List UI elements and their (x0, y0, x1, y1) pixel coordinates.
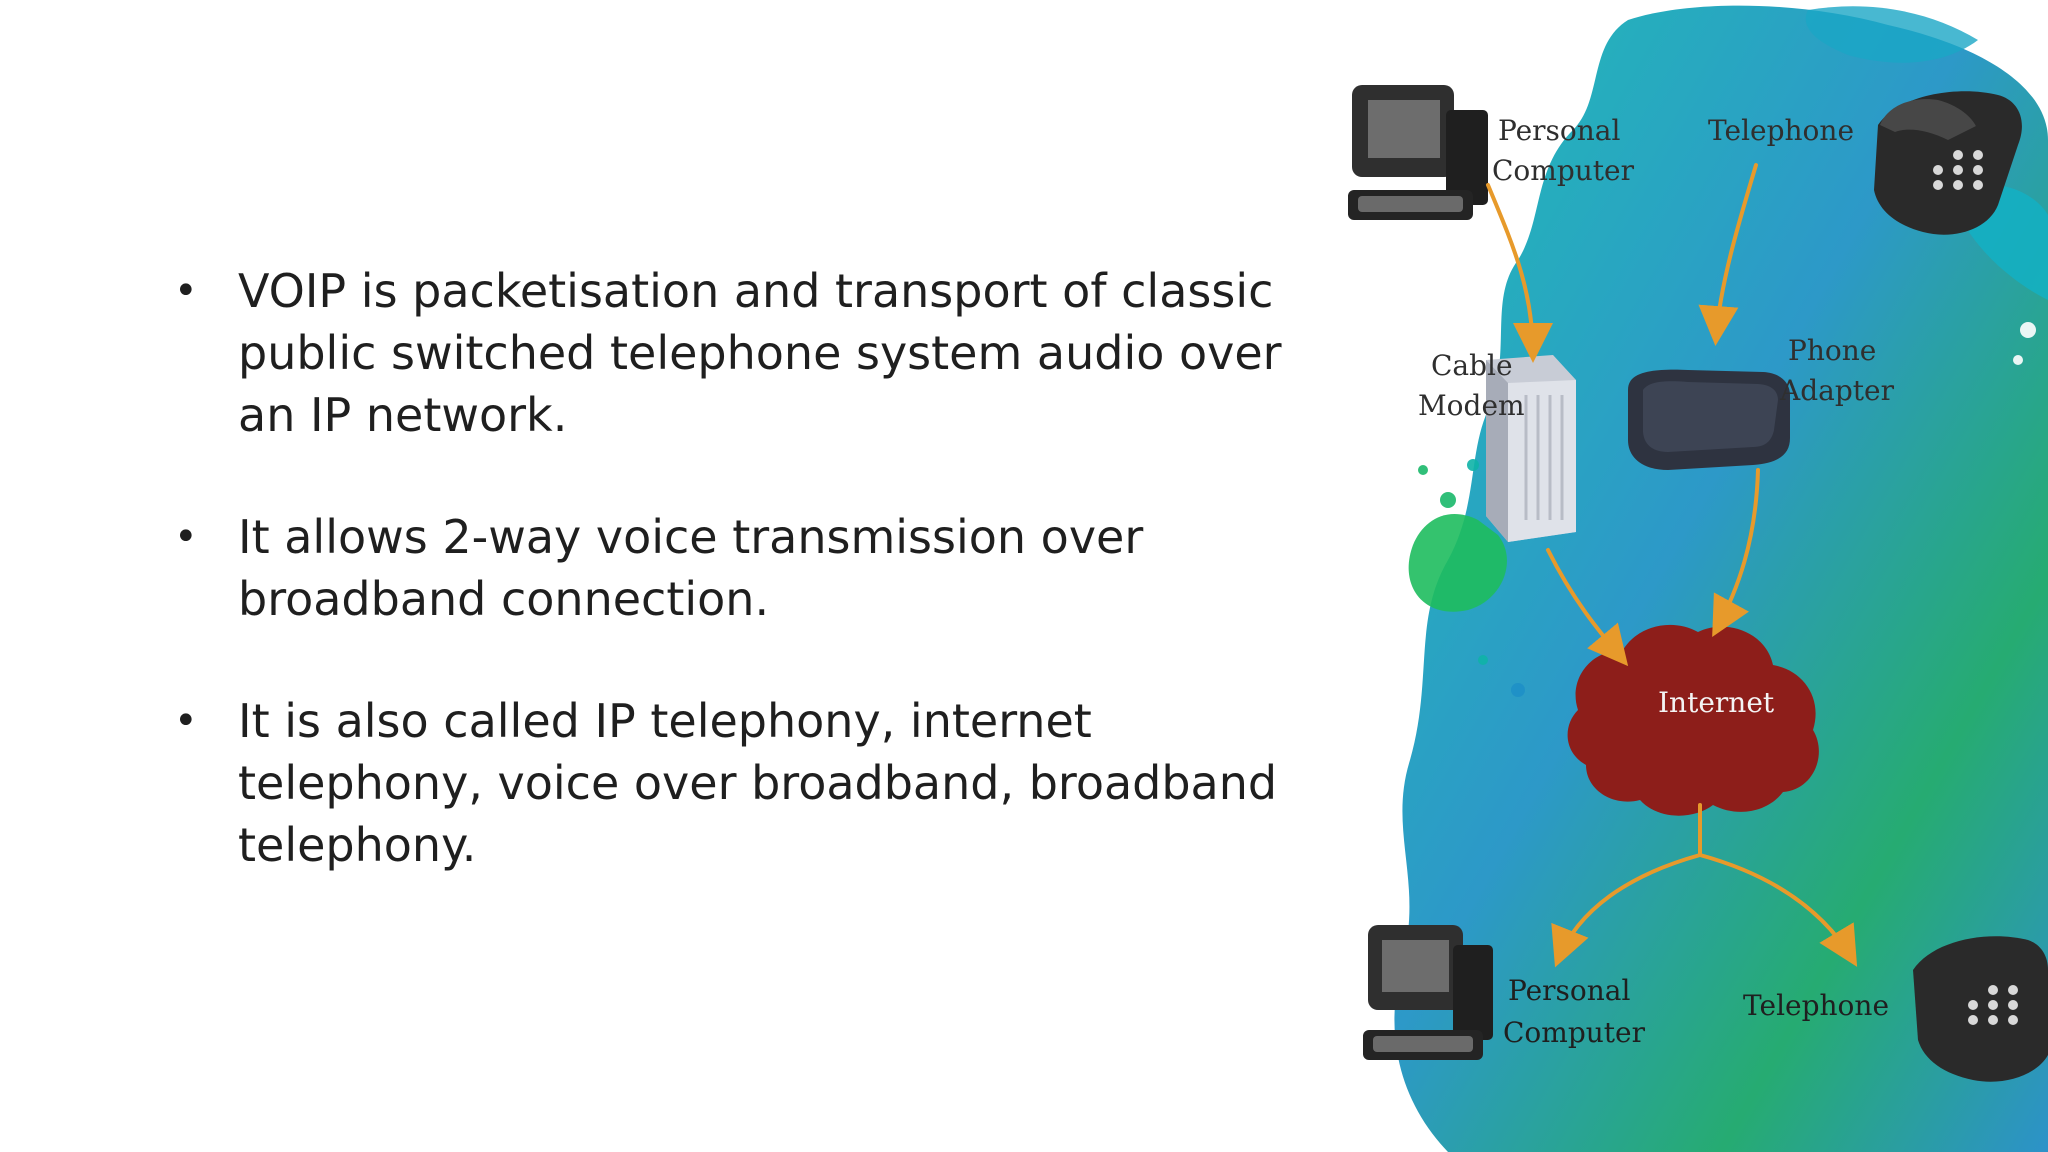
connection-arrows (1486, 163, 1858, 968)
bullet-text: VOIP is packetisation and transport of c… (238, 264, 1282, 442)
bottom-right-telephone-icon (1913, 936, 2048, 1082)
arrow-pc-to-modem (1486, 183, 1553, 363)
bullet-marker: • (174, 514, 198, 560)
voip-diagram: Personal Computer Telephone Cable Modem … (1348, 5, 2048, 1152)
top-left-label-line2: Computer (1492, 154, 1635, 187)
phone-adapter-label-line2: Adapter (1779, 374, 1895, 407)
bullet-list: • VOIP is packetisation and transport of… (160, 260, 1340, 936)
top-left-personal-computer-icon (1348, 85, 1488, 220)
top-left-label-line1: Personal (1498, 114, 1620, 147)
bullet-text: It is also called IP telephony, internet… (238, 694, 1278, 872)
bottom-left-label-line2: Computer (1503, 1016, 1646, 1049)
internet-label: Internet (1658, 686, 1775, 719)
top-right-label: Telephone (1708, 114, 1854, 147)
bottom-right-label: Telephone (1743, 989, 1889, 1022)
arrow-phone-to-adapter (1698, 163, 1758, 346)
bullet-marker: • (174, 268, 198, 314)
bullet-item: • VOIP is packetisation and transport of… (160, 260, 1340, 446)
arrow-adapter-to-internet (1712, 468, 1760, 638)
phone-adapter-icon (1628, 369, 1790, 470)
arrow-modem-to-internet (1546, 548, 1629, 667)
cable-modem-label-line2: Modem (1418, 389, 1525, 422)
cable-modem-icon (1486, 355, 1576, 542)
arrow-to-bottom-phone (1698, 853, 1858, 967)
bullet-item: • It allows 2-way voice transmission ove… (160, 506, 1340, 630)
bullet-marker: • (174, 698, 198, 744)
bottom-left-personal-computer-icon (1363, 925, 1493, 1060)
bullet-text: It allows 2-way voice transmission over … (238, 510, 1144, 626)
bottom-left-label-line1: Personal (1508, 974, 1630, 1007)
top-right-telephone-icon (1874, 91, 2022, 235)
diagram-labels: Personal Computer Telephone Cable Modem … (1418, 114, 1895, 1049)
internet-cloud-icon (1567, 624, 1819, 816)
bullet-item: • It is also called IP telephony, intern… (160, 690, 1340, 876)
arrow-to-bottom-pc (1551, 853, 1702, 968)
cable-modem-label-line1: Cable (1431, 349, 1513, 382)
phone-adapter-label-line1: Phone (1788, 334, 1876, 367)
